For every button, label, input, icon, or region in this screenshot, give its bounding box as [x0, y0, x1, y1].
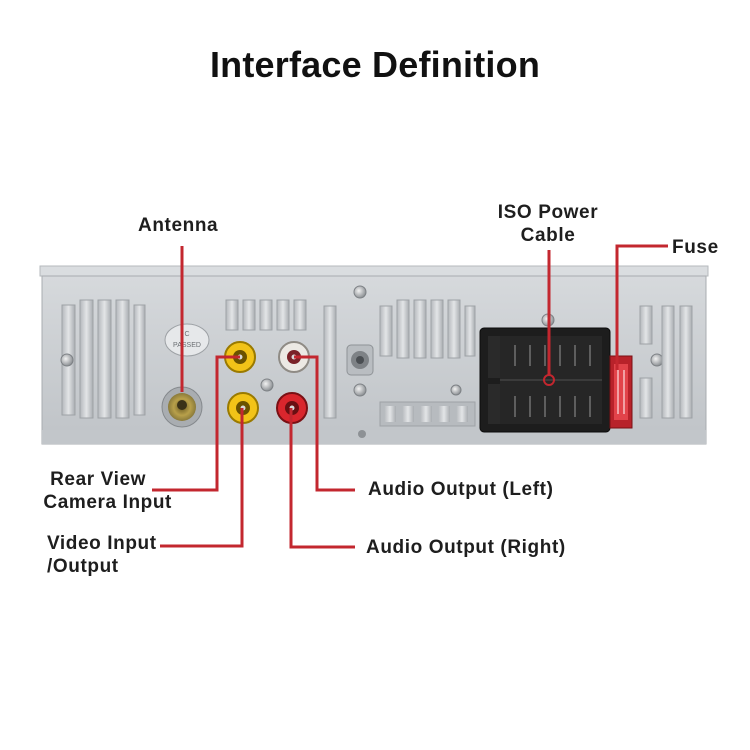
certification-badge: C PASSED [164, 323, 210, 357]
svg-text:C: C [184, 331, 189, 338]
center-bolt [346, 344, 374, 376]
top-rail [39, 265, 709, 277]
label-iso-power-cable: ISO Power Cable [480, 201, 616, 247]
label-fuse: Fuse [672, 237, 719, 258]
heatsink-fins-left [61, 299, 146, 419]
antenna-jack [161, 386, 203, 428]
label-video-input-output: Video Input /Output [47, 532, 157, 578]
rca-connector-audio-right [276, 392, 308, 424]
label-audio-output-left: Audio Output (Left) [368, 479, 554, 500]
label-video-line1: Video Input [47, 533, 157, 554]
label-video-line2: /Output [47, 556, 119, 577]
leader-lines [152, 244, 668, 549]
leader-line-audio-right [289, 408, 355, 549]
page-title: Interface Definition [209, 44, 541, 85]
svg-text:PASSED: PASSED [173, 342, 201, 349]
label-antenna: Antenna [138, 215, 219, 236]
label-iso-power-line2: Cable [520, 225, 576, 246]
screws [60, 285, 664, 438]
label-rear-view-line1: Rear View [50, 469, 146, 490]
label-rear-view-line2: Camera Input [43, 492, 172, 513]
leader-line-video [160, 408, 244, 548]
fuse [609, 355, 633, 429]
leader-line-rear-camera [152, 355, 240, 492]
leader-line-audio-left [294, 355, 355, 492]
leader-line-fuse [615, 244, 668, 370]
heatsink-fins-middle [225, 299, 476, 427]
label-rear-view-camera-input: Rear View Camera Input [28, 468, 172, 514]
label-iso-power-line1: ISO Power [497, 202, 599, 223]
iso-power-connector [479, 327, 611, 433]
label-audio-output-right: Audio Output (Right) [366, 537, 566, 558]
heatsink-fins-right [639, 305, 693, 419]
